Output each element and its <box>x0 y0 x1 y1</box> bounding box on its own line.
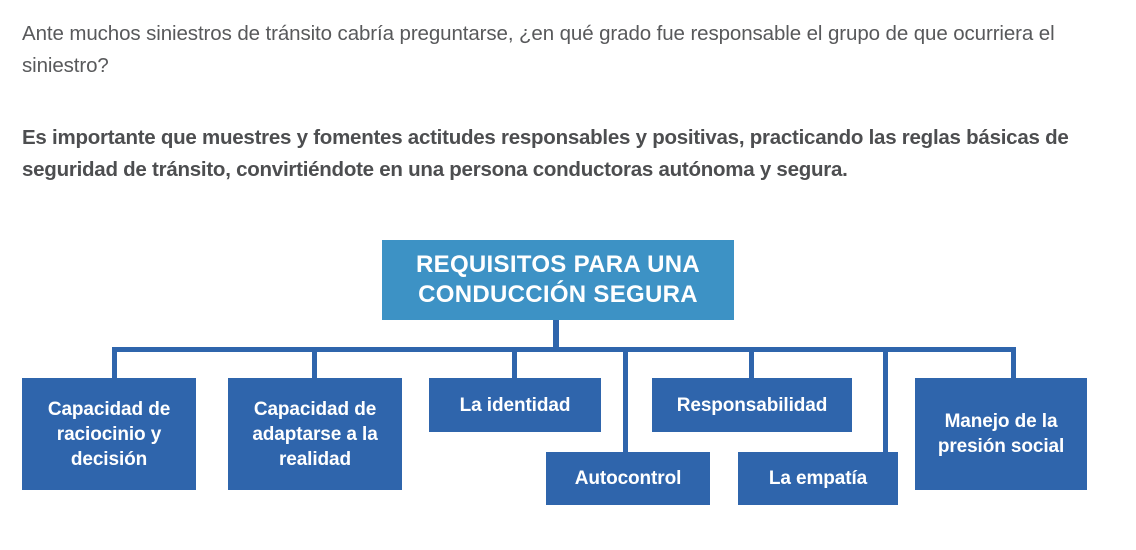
connector-drop-4 <box>623 347 628 453</box>
node-la-empatia[interactable]: La empatía <box>738 452 898 505</box>
connector-drop-1 <box>112 347 117 379</box>
text-block: Ante muchos siniestros de tránsito cabrí… <box>22 18 1100 186</box>
connector-drop-2 <box>312 347 317 379</box>
node-responsabilidad[interactable]: Responsabilidad <box>652 378 852 432</box>
connector-drop-6 <box>883 347 888 453</box>
connector-drop-7 <box>1011 347 1016 379</box>
node-la-identidad[interactable]: La identidad <box>429 378 601 432</box>
paragraph-intro: Ante muchos siniestros de tránsito cabrí… <box>22 22 1055 77</box>
node-capacidad-raciocinio[interactable]: Capacidad de raciocinio y decisión <box>22 378 196 490</box>
connector-horizontal-bus <box>112 347 1016 352</box>
node-autocontrol[interactable]: Autocontrol <box>546 452 710 505</box>
paragraph-emphasis: Es importante que muestres y fomentes ac… <box>22 126 1069 181</box>
node-capacidad-adaptarse[interactable]: Capacidad de adaptarse a la realidad <box>228 378 402 490</box>
connector-root-stem <box>553 320 559 351</box>
connector-drop-3 <box>512 347 517 379</box>
node-manejo-presion-social[interactable]: Manejo de la presión social <box>915 378 1087 490</box>
node-root-requisitos[interactable]: REQUISITOS PARA UNA CONDUCCIÓN SEGURA <box>382 240 734 320</box>
connector-drop-5 <box>749 347 754 379</box>
